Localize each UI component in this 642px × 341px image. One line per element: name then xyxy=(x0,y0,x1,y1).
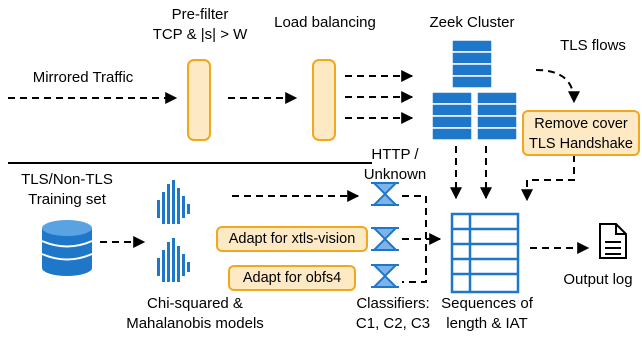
hourglass-icon xyxy=(371,264,399,288)
models-label: Chi-squared & Mahalanobis models xyxy=(126,295,264,332)
server-stack-icon xyxy=(451,39,493,89)
tls-flows-label: TLS flows xyxy=(560,37,626,54)
document-icon xyxy=(599,223,627,259)
arrow-remove-cover-to-table xyxy=(521,155,575,202)
zeek-cluster-label: Zeek Cluster xyxy=(429,14,515,31)
adapt-xtls-box: Adapt for xtls-vision xyxy=(216,226,368,252)
prefilter-icon xyxy=(187,59,211,141)
http-unknown-label: HTTP / Unknown xyxy=(363,146,427,183)
load-balancer-icon xyxy=(312,59,336,141)
mirrored-traffic-label: Mirrored Traffic xyxy=(32,69,134,86)
classifiers-label: Classifiers: C1, C2, C3 xyxy=(355,295,431,332)
hourglass-icon xyxy=(371,227,399,251)
database-icon xyxy=(41,220,93,276)
server-stack-icon xyxy=(476,91,518,141)
histogram-icon xyxy=(157,238,190,282)
arrow-tls-flows xyxy=(535,69,580,104)
table-icon xyxy=(450,212,520,294)
adapt-obfs4-box: Adapt for obfs4 xyxy=(228,265,356,291)
histogram-icon xyxy=(157,180,190,224)
remove-cover-box: Remove cover TLS Handshake xyxy=(522,110,640,156)
output-log-label: Output log xyxy=(563,271,633,288)
hourglass-icon xyxy=(371,182,399,206)
training-set-label: TLS/Non-TLS Training set xyxy=(21,171,113,208)
load-balancing-label: Load balancing xyxy=(274,14,376,31)
server-stack-icon xyxy=(431,91,473,141)
prefilter-label: Pre-filter TCP & |s| > W xyxy=(152,6,248,43)
sequences-label: Sequences of length & IAT xyxy=(441,295,533,332)
